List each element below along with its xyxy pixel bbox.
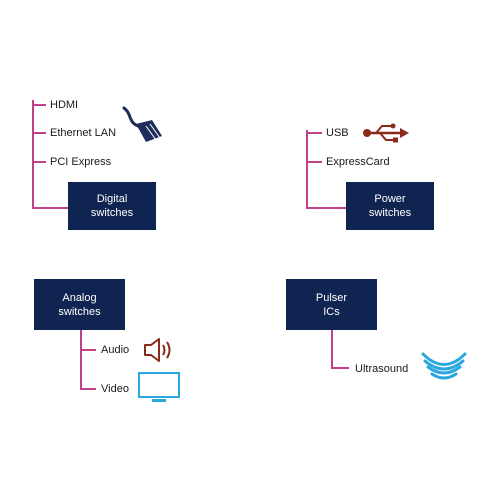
power-connector-vertical — [306, 130, 308, 209]
pulser-ics-box: Pulser ICs — [286, 279, 377, 330]
power-connector-box — [306, 207, 346, 209]
expresscard-label: ExpressCard — [326, 156, 390, 168]
ethernet-cable-icon — [122, 106, 162, 142]
digital-connector-ethernet — [32, 132, 46, 134]
ethernet-lan-label: Ethernet LAN — [50, 127, 117, 139]
pci-express-label: PCI Express — [50, 156, 112, 168]
digital-switches-box: Digital switches — [68, 182, 156, 230]
pulser-connector-vertical — [331, 330, 333, 369]
video-label: Video — [101, 383, 129, 395]
analog-switches-box: Analog switches — [34, 279, 125, 330]
ultrasound-wave-icon — [421, 352, 467, 380]
power-switches-box: Power switches — [346, 182, 434, 230]
analog-connector-audio — [80, 349, 96, 351]
audio-label: Audio — [101, 344, 130, 356]
usb-label: USB — [326, 127, 349, 139]
ultrasound-label: Ultrasound — [355, 363, 409, 375]
digital-connector-vertical — [32, 100, 34, 209]
usb-icon — [363, 123, 409, 143]
analog-connector-vertical — [80, 330, 82, 390]
hdmi-label: HDMI — [50, 99, 79, 111]
analog-connector-video — [80, 388, 96, 390]
monitor-icon — [138, 372, 180, 402]
digital-connector-box — [32, 207, 68, 209]
pulser-connector-ultrasound — [331, 367, 349, 369]
speaker-icon — [144, 338, 171, 362]
digital-connector-hdmi — [32, 104, 46, 106]
power-connector-usb — [306, 132, 322, 134]
digital-connector-pci — [32, 161, 46, 163]
power-connector-expresscard — [306, 161, 322, 163]
